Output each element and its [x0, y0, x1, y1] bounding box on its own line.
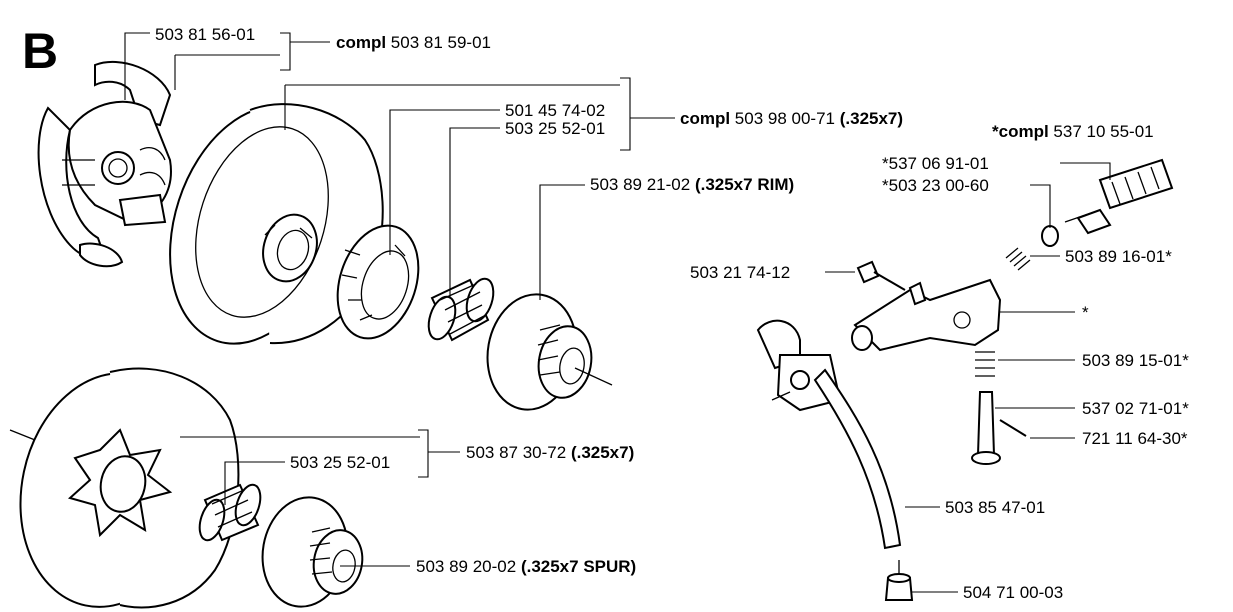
- clutch-drum-spur: [9, 367, 240, 609]
- label-503-25-52-01-a: 503 25 52-01: [505, 119, 605, 138]
- label-504-71-00-03: 504 71 00-03: [963, 583, 1063, 602]
- label-503-87-30-72: 503 87 30-72 (.325x7): [466, 443, 634, 462]
- label-721-11-64-30: 721 11 64-30*: [1082, 429, 1188, 448]
- label-501-45-74-02: 501 45 74-02: [505, 101, 605, 120]
- label-503-23-00-60: *503 23 00-60: [882, 176, 989, 195]
- clutch-part: [37, 60, 172, 268]
- needle-bearing-upper: [427, 277, 495, 342]
- rim-sprocket: [336, 224, 420, 340]
- label-503-89-15-01: 503 89 15-01*: [1082, 351, 1189, 370]
- part-labels: 503 81 56-01 compl 503 81 59-01 501 45 7…: [155, 25, 1189, 602]
- oil-pump-assembly: [756, 158, 1174, 601]
- label-503-81-56-01: 503 81 56-01: [155, 25, 255, 44]
- drive-hub-lower: [261, 496, 364, 608]
- label-asterisk: *: [1082, 303, 1089, 322]
- label-537-02-71-01: 537 02 71-01*: [1082, 399, 1189, 418]
- section-letter: B: [22, 23, 58, 79]
- label-compl-537-10-55-01: *compl 537 10 55-01: [992, 122, 1154, 141]
- label-503-89-16-01: 503 89 16-01*: [1065, 247, 1172, 266]
- leader-lines: [124, 32, 1111, 593]
- label-503-85-47-01: 503 85 47-01: [945, 498, 1045, 517]
- label-compl-503-81-59-01: compl 503 81 59-01: [336, 33, 491, 52]
- label-503-89-20-02: 503 89 20-02 (.325x7 SPUR): [416, 557, 636, 576]
- label-537-06-91-01: *537 06 91-01: [882, 154, 989, 173]
- label-503-25-52-01-b: 503 25 52-01: [290, 453, 390, 472]
- drive-hub-upper: [486, 293, 613, 411]
- needle-bearing-lower: [198, 483, 262, 542]
- label-503-89-21-02: 503 89 21-02 (.325x7 RIM): [590, 175, 794, 194]
- label-503-21-74-12: 503 21 74-12: [690, 263, 790, 282]
- label-compl-503-98-00-71: compl 503 98 00-71 (.325x7): [680, 109, 903, 128]
